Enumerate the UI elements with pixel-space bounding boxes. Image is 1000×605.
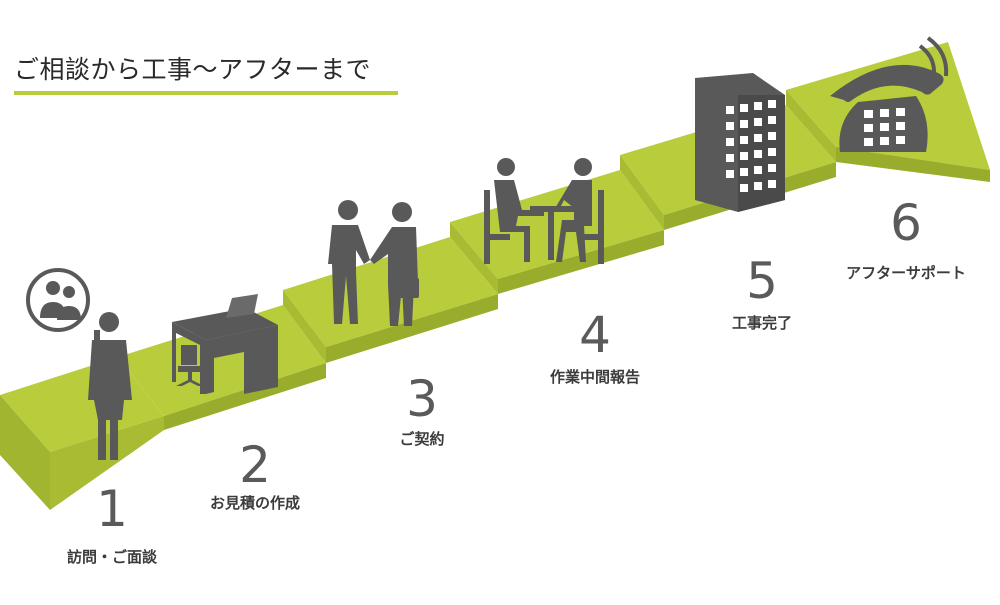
step-label-6: アフターサポート <box>846 264 966 282</box>
stair-front-edge-3 <box>326 294 498 363</box>
stair-riser-2 <box>283 290 326 363</box>
handshake-icon <box>328 200 419 326</box>
stair-tread-4 <box>450 170 664 279</box>
step-label-2: お見積の作成 <box>209 494 300 512</box>
stair-front-edge-6 <box>836 147 990 182</box>
stair-riser-1 <box>50 416 164 510</box>
step-number-6: 6 <box>890 194 922 252</box>
step-label-4: 作業中間報告 <box>549 368 640 386</box>
stair-riser-3 <box>450 222 498 294</box>
building-windows <box>726 100 776 192</box>
telephone-icon <box>830 36 949 152</box>
step-label-3: ご契約 <box>399 430 445 448</box>
stair-front-edge-2 <box>164 363 326 430</box>
diagram-title: ご相談から工事〜アフターまで <box>14 55 372 84</box>
step-number-2: 2 <box>239 436 271 494</box>
step-number-4: 4 <box>579 306 611 364</box>
title-underline <box>14 91 398 95</box>
step-number-5: 5 <box>746 252 778 310</box>
stair-treads <box>0 42 990 452</box>
step-number-1: 1 <box>96 480 128 538</box>
stair-front-1 <box>0 395 50 510</box>
office-desk-icon <box>172 294 278 394</box>
building-icon <box>695 73 785 212</box>
step-number-3: 3 <box>406 370 438 428</box>
step-label-1: 訪問・ご面談 <box>66 548 157 566</box>
meeting-table-icon <box>484 158 604 264</box>
person-on-phone-icon <box>26 268 132 460</box>
stair-riser-4 <box>620 155 664 230</box>
step-label-5: 工事完了 <box>731 314 792 332</box>
stair-riser-5 <box>786 90 836 162</box>
